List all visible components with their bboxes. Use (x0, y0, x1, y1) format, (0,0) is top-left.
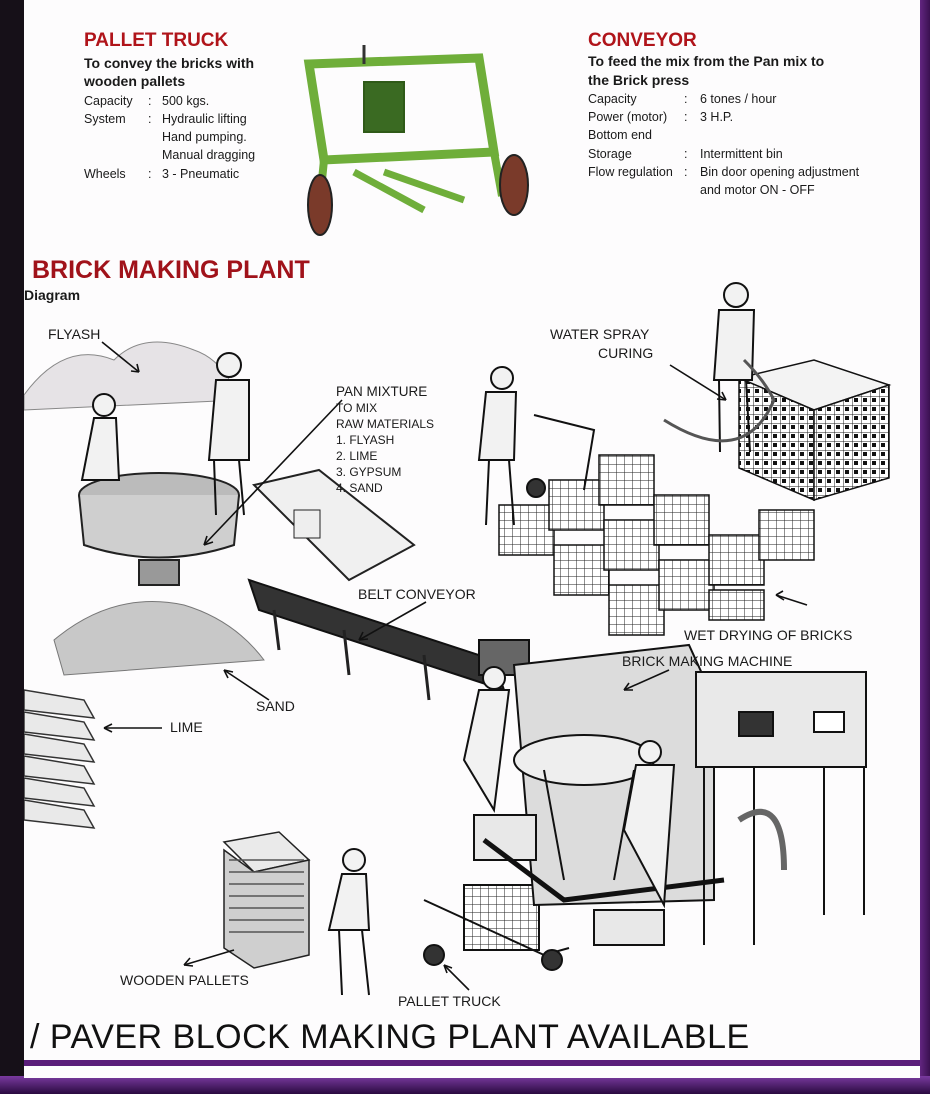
plant-title: BRICK MAKING PLANT (32, 256, 310, 284)
flyash-heap (24, 341, 240, 411)
spec-value: Manual dragging (162, 148, 256, 162)
pallet-truck-with-bricks (327, 848, 570, 996)
wet-drying-bricks-image (498, 454, 815, 636)
worker-figures-right (477, 282, 776, 526)
label-pan-mixture-7: 4. SAND (336, 481, 383, 495)
spec-label: Power (motor) (588, 110, 668, 124)
spec-sep: : (684, 92, 688, 106)
label-pan-mixture-4: 1. FLYASH (336, 433, 395, 447)
spec-value: 3 H.P. (700, 110, 734, 124)
worker-figures (80, 352, 250, 516)
label-pan-mixture-1: PAN MIXTURE (336, 384, 428, 399)
label-flyash: FLYASH (48, 326, 101, 342)
lime-bags (24, 689, 96, 829)
plant-illustration (24, 45, 920, 1066)
curing-brick-stack (736, 359, 892, 502)
wooden-pallets-stack (222, 831, 311, 969)
leader-arrows (101, 341, 808, 991)
spec-label: Wheels (84, 167, 126, 181)
pallet-truck-subtitle-1: To convey the bricks with (84, 55, 255, 71)
spec-sep: : (684, 165, 688, 179)
label-brick-machine: BRICK MAKING MACHINE (622, 653, 793, 669)
platform (252, 468, 416, 582)
spec-label: Bottom end (588, 128, 652, 142)
spec-value: Intermittent bin (700, 147, 783, 161)
label-water-spray-1: WATER SPRAY (550, 326, 650, 342)
pallet-truck-title: PALLET TRUCK (84, 30, 229, 51)
footer-banner: / PAVER BLOCK MAKING PLANT AVAILABLE (30, 1018, 750, 1056)
spec-value: Bin door opening adjustment (700, 165, 860, 179)
brochure-page: PALLET TRUCK To convey the bricks with w… (24, 0, 920, 1078)
spec-value: Hydraulic lifting (162, 112, 247, 126)
spec-value: 500 kgs. (162, 94, 210, 108)
spec-label: Capacity (588, 92, 637, 106)
spec-sep: : (684, 110, 688, 124)
pan-mixer (78, 472, 240, 586)
sand-heap (53, 601, 265, 676)
spec-sep: : (684, 147, 688, 161)
spec-label: Storage (588, 147, 632, 161)
spec-value: 3 - Pneumatic (162, 167, 240, 181)
conveyor-title: CONVEYOR (588, 30, 697, 51)
spec-sep: : (148, 94, 152, 108)
label-pan-mixture-3: RAW MATERIALS (336, 417, 435, 431)
label-wet-drying: WET DRYING OF BRICKS (684, 627, 853, 643)
spec-value: 6 tones / hour (700, 92, 777, 106)
plant-subtitle: Diagram (24, 287, 81, 303)
brick-making-machine-image (462, 643, 867, 946)
spec-label: Flow regulation (588, 165, 673, 179)
conveyor-subtitle-1: To feed the mix from the Pan mix to (588, 53, 825, 69)
page-edge-left (0, 0, 24, 1094)
spec-label: System (84, 112, 126, 126)
label-pallet-truck: PALLET TRUCK (398, 993, 501, 1009)
spec-sep: : (148, 112, 152, 126)
spec-sep: : (148, 167, 152, 181)
label-lime: LIME (170, 719, 203, 735)
label-sand: SAND (256, 698, 295, 714)
label-pan-mixture-6: 3. GYPSUM (336, 465, 402, 479)
conveyor-subtitle-2: the Brick press (588, 72, 690, 88)
label-wooden-pallets: WOODEN PALLETS (120, 972, 249, 988)
pallet-truck-subtitle-2: wooden pallets (84, 73, 186, 89)
label-belt-conveyor: BELT CONVEYOR (358, 586, 476, 602)
spec-value: Hand pumping. (162, 130, 247, 144)
pallet-truck-image (303, 45, 529, 236)
label-pan-mixture-2: TO MIX (336, 401, 378, 415)
spec-value: and motor ON - OFF (700, 183, 815, 197)
page-edge-right (918, 0, 930, 1094)
spec-label: Capacity (84, 94, 133, 108)
label-water-spray-2: CURING (598, 345, 654, 361)
page-edge-bottom (0, 1076, 930, 1094)
label-pan-mixture-5: 2. LIME (336, 449, 378, 463)
